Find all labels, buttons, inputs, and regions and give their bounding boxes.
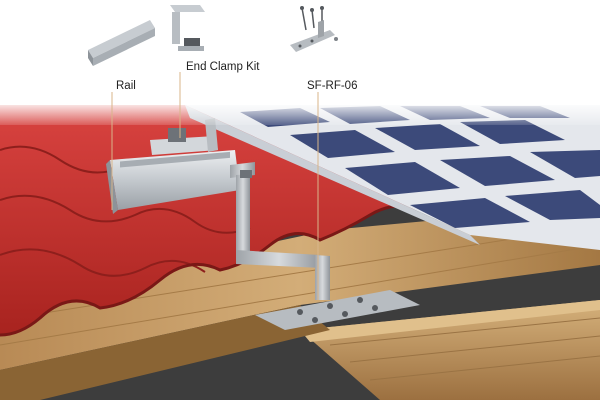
- end-clamp-label: End Clamp Kit: [186, 61, 260, 73]
- rail: [106, 150, 240, 214]
- end-clamp: [150, 118, 218, 155]
- timber-rafter: [0, 205, 600, 400]
- timber-beam: [300, 300, 600, 400]
- top-fade: [0, 105, 600, 125]
- end-clamp-thumbnail-icon: [170, 5, 205, 51]
- rail-thumbnail-icon: [88, 20, 155, 66]
- roof-hook-label: SF-RF-06: [307, 80, 358, 92]
- rail-label: Rail: [116, 80, 136, 92]
- roof-hook-thumbnail-icon: [290, 20, 338, 52]
- roof-hook: [230, 162, 420, 330]
